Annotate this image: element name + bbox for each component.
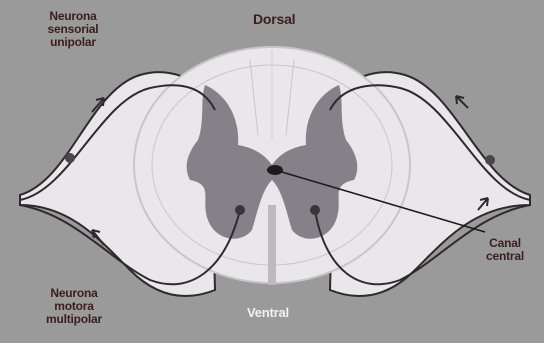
dorsal-root-ganglion-right — [485, 155, 495, 165]
ventral-label: Ventral — [247, 306, 289, 319]
sensory-neuron-label: Neurona sensorial unipolar — [38, 10, 108, 49]
central-canal-label: Canal central — [478, 237, 532, 263]
motor-neuron-cell-right — [310, 205, 320, 215]
motor-neuron-cell-left — [235, 205, 245, 215]
motor-neuron-label-line-3: multipolar — [38, 313, 110, 326]
dorsal-label: Dorsal — [253, 13, 295, 26]
dorsal-label-text: Dorsal — [253, 11, 295, 27]
ventral-fissure — [268, 205, 276, 285]
ventral-label-text: Ventral — [247, 305, 289, 320]
dorsal-root-ganglion-left — [65, 153, 75, 163]
central-canal-label-line-2: central — [478, 250, 532, 263]
sensory-neuron-label-line-3: unipolar — [38, 36, 108, 49]
motor-neuron-label: Neurona motora multipolar — [38, 287, 110, 326]
